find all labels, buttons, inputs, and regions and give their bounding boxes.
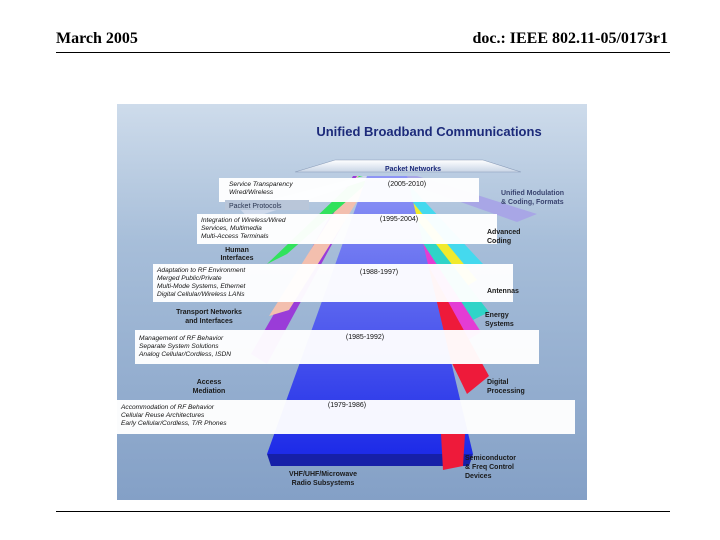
antennas-label: Antennas (487, 288, 519, 295)
band-strip-2 (197, 214, 497, 244)
band-strip-5 (117, 400, 575, 434)
packet-networks-funnel (294, 159, 522, 173)
band-strip-1 (219, 178, 479, 202)
transport-label-1: Transport Networks (176, 309, 242, 316)
band-2-line-3: Multi-Access Terminals (201, 233, 269, 240)
access-label-1: Access (197, 379, 222, 386)
figure-canvas: Unified Broadband Communications Packet … (117, 104, 587, 500)
band-5-line-1: Accommodation of RF Behavior (120, 404, 215, 411)
access-label-2: Mediation (193, 388, 226, 395)
packet-protocols-label: Packet Protocols (229, 203, 282, 210)
unified-modulation-label-2: & Coding, Formats (501, 199, 564, 206)
band-strip-4 (135, 330, 539, 364)
band-2-years: (1995-2004) (380, 216, 418, 223)
band-4-line-1: Management of RF Behavior (139, 335, 224, 342)
band-4-years: (1985-1992) (346, 334, 384, 341)
radio-label-2: Radio Subsystems (292, 480, 355, 487)
header-doc-id: doc.: IEEE 802.11-05/0173r1 (472, 30, 668, 47)
red-ribbon-end (441, 434, 465, 470)
radio-label-1: VHF/UHF/Microwave (289, 471, 357, 478)
energy-label-1: Energy (485, 312, 509, 319)
band-2-line-2: Services, Multimedia (201, 225, 262, 232)
packet-networks-label: Packet Networks (385, 166, 441, 173)
band-5-line-2: Cellular Reuse Architectures (121, 412, 205, 419)
band-1-line-2: Wired/Wireless (229, 189, 274, 196)
band-1-years: (2005-2010) (388, 181, 426, 188)
band-2-line-1: Integration of Wireless/Wired (201, 217, 286, 224)
semiconductor-label-1: Semiconductor (465, 455, 516, 462)
energy-label-2: Systems (485, 321, 514, 328)
band-3-line-2: Merged Public/Private (157, 275, 222, 282)
digital-label-2: Processing (487, 388, 525, 395)
band-3-line-1: Adaptation to RF Environment (156, 267, 246, 274)
transport-label-2: and Interfaces (185, 318, 233, 325)
band-1-line-1: Service Transparency (229, 181, 293, 188)
blue-band (267, 176, 473, 454)
human-interfaces-label-2: Interfaces (220, 255, 253, 262)
header-rule (56, 52, 670, 53)
band-5-years: (1979-1986) (328, 402, 366, 409)
human-interfaces-label-1: Human (225, 247, 249, 254)
packet-protocols-tag (225, 200, 309, 210)
band-5-line-3: Early Cellular/Cordless, T/R Phones (121, 420, 227, 427)
advanced-coding-label-1: Advanced (487, 229, 520, 236)
band-4-line-2: Separate System Solutions (139, 343, 219, 350)
unified-broadband-figure: Unified Broadband Communications Packet … (117, 104, 587, 500)
band-3-years: (1988-1997) (360, 269, 398, 276)
band-3-line-3: Multi-Mode Systems, Ethernet (157, 283, 246, 290)
band-4-line-3: Analog Cellular/Cordless, ISDN (138, 351, 231, 358)
band-strip-3 (153, 264, 513, 302)
unified-modulation-label-1: Unified Modulation (501, 190, 564, 197)
semiconductor-label-2: & Freq Control (465, 464, 514, 471)
band-3-line-4: Digital Cellular/Wireless LANs (157, 291, 245, 298)
semiconductor-label-3: Devices (465, 473, 492, 480)
header-date: March 2005 (56, 30, 138, 47)
blue-band-base (267, 454, 473, 466)
advanced-coding-label-2: Coding (487, 238, 511, 245)
figure-title: Unified Broadband Communications (316, 124, 541, 139)
digital-label-1: Digital (487, 379, 508, 386)
footer-rule (56, 511, 670, 512)
